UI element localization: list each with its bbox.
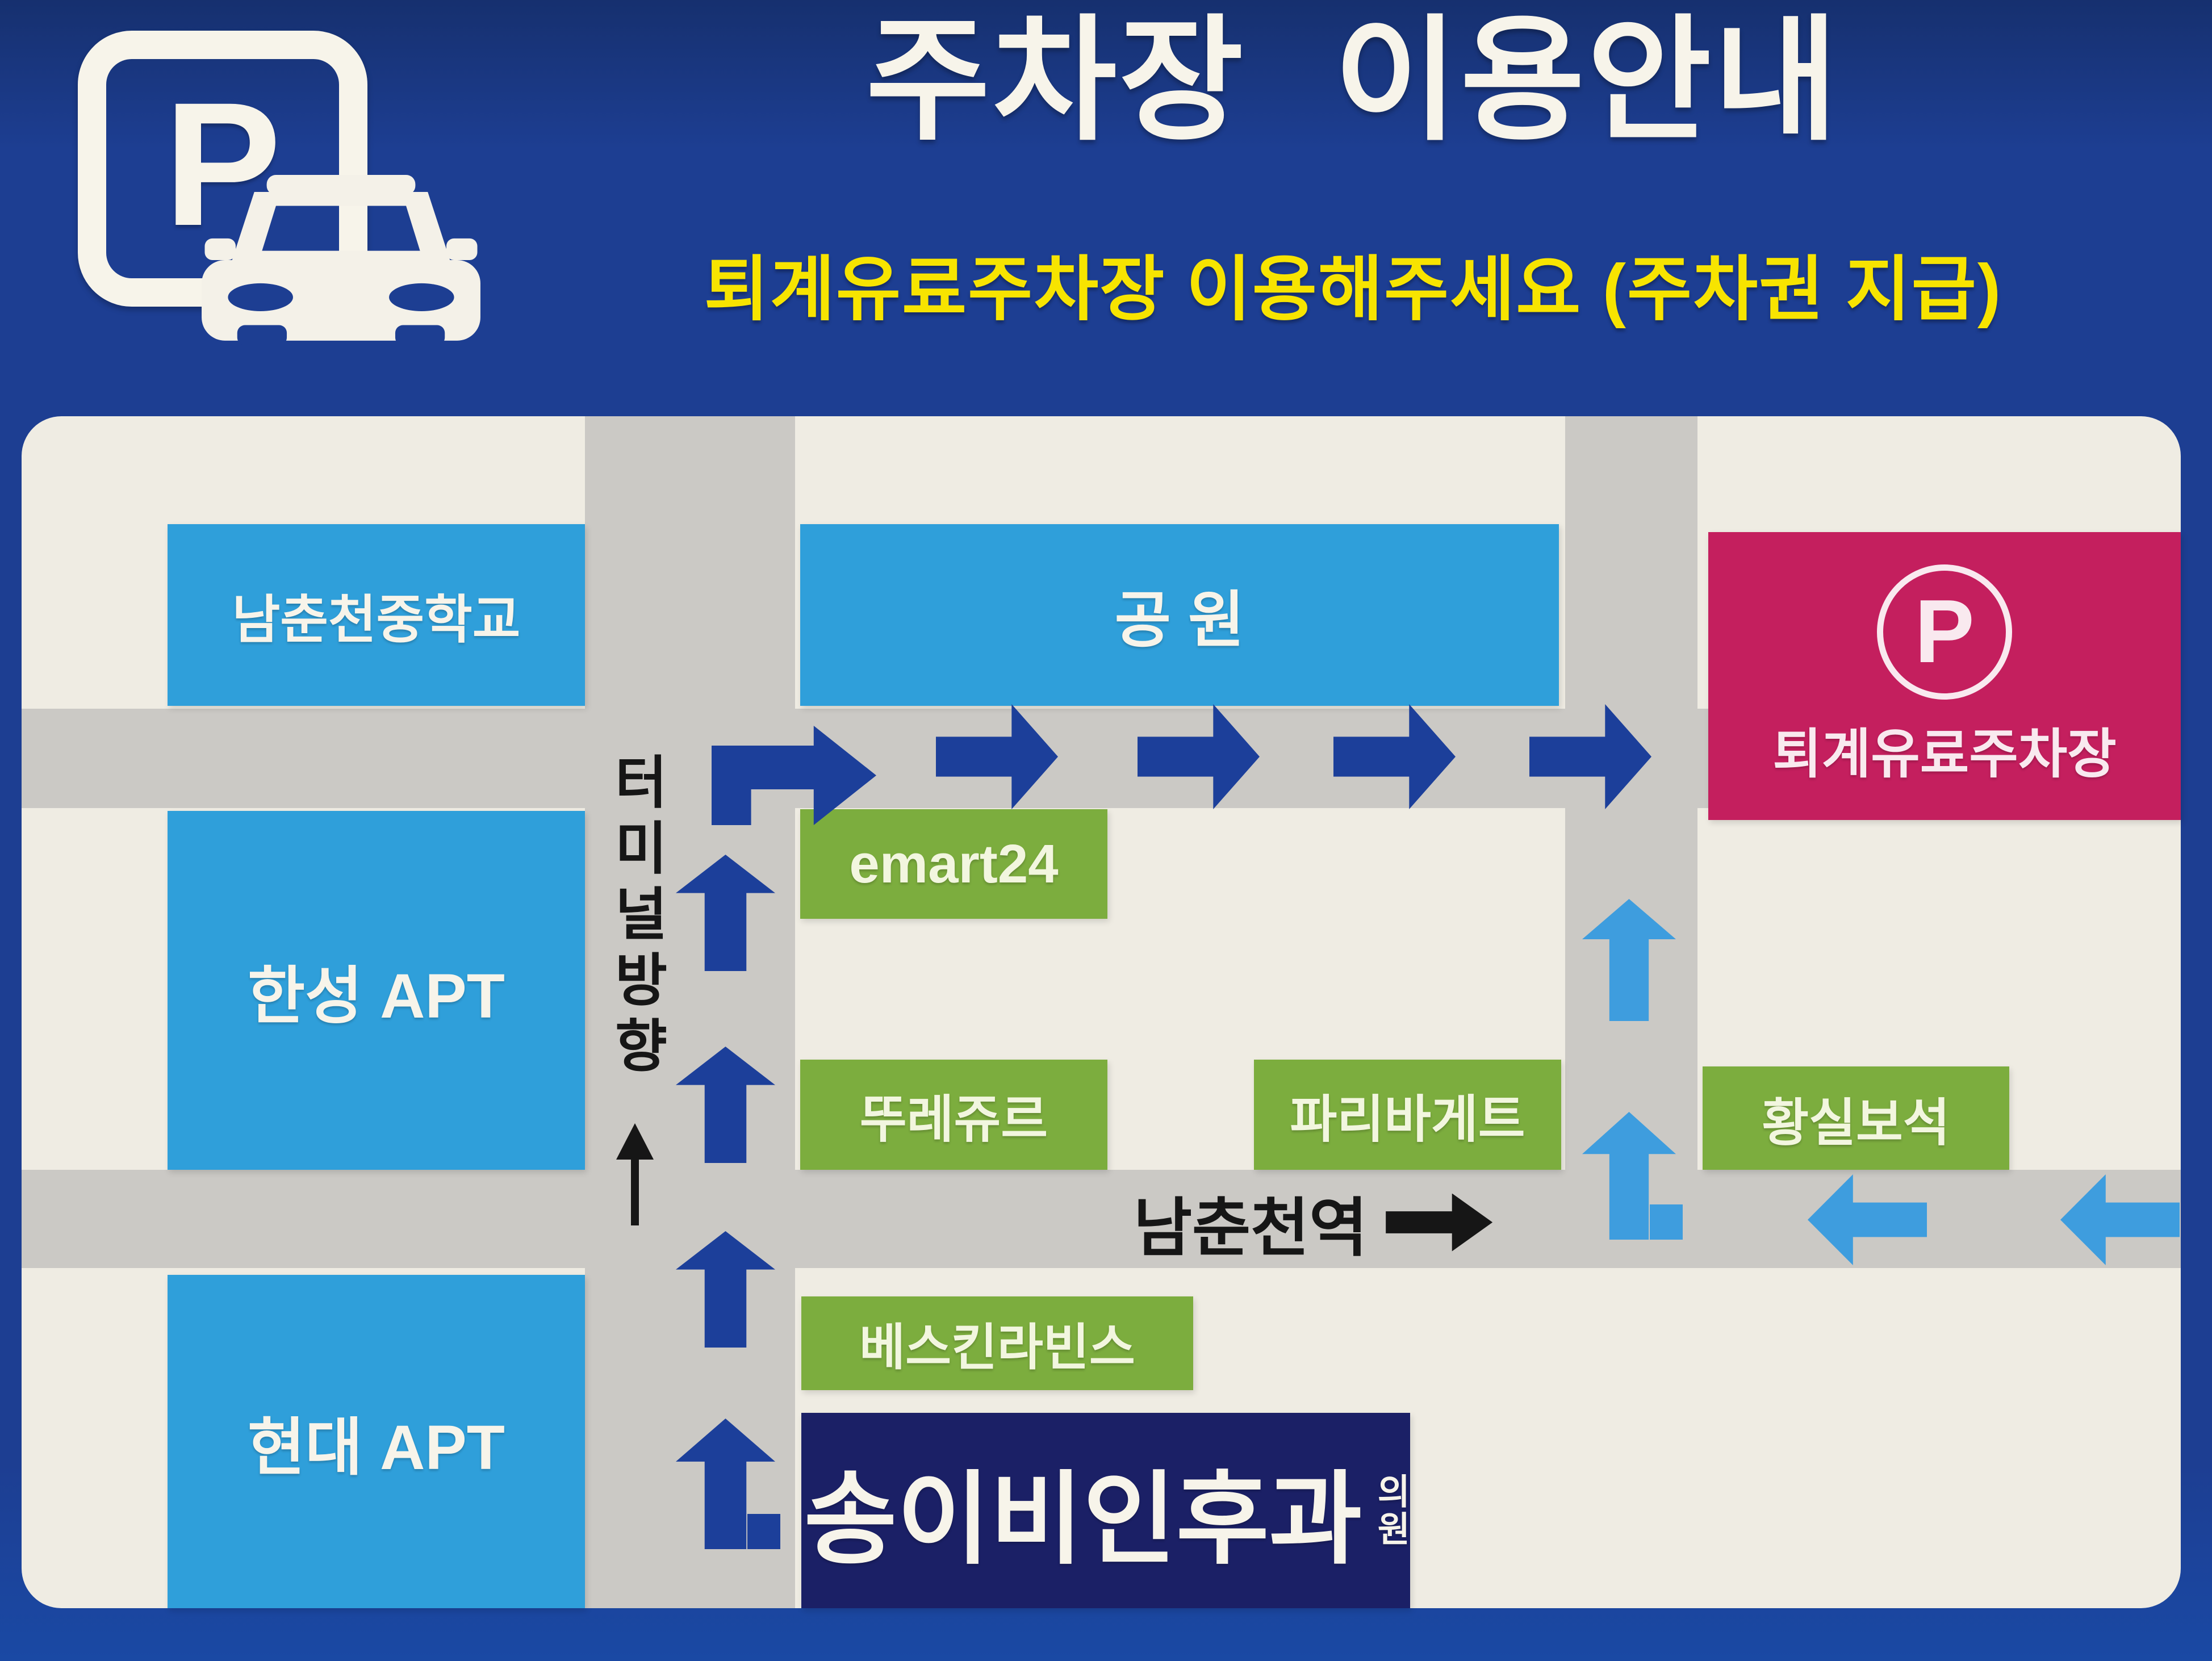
guide-map: 남춘천중학교 공 원 P 퇴계유료주차장 한성 APT 현대 APT emart… — [22, 416, 2181, 1608]
building-hanseong-apt: 한성 APT — [168, 811, 585, 1170]
building-paris-baguette: 파리바게트 — [1254, 1060, 1561, 1170]
station-route-turn-up-arrow-tail — [1650, 1204, 1683, 1240]
building-emart24: emart24 — [800, 809, 1107, 919]
parking-p-letter: P — [1914, 581, 1975, 681]
building-park: 공 원 — [800, 524, 1559, 706]
station-label-group: 남춘천역 — [1134, 1178, 1493, 1266]
hanseong-apt-label: 한성 APT — [248, 961, 505, 1031]
road-vertical-main — [585, 416, 795, 1608]
building-clinic: 송이비인후과 의원 — [801, 1413, 1410, 1608]
building-school: 남춘천중학교 — [168, 524, 585, 706]
tous-les-jours-label: 뚜레쥬르 — [859, 1091, 1048, 1148]
station-right-arrow-icon — [1386, 1193, 1493, 1252]
clinic-label: 송이비인후과 — [804, 1462, 1362, 1576]
building-tous-les-jours: 뚜레쥬르 — [800, 1060, 1107, 1170]
terminal-direction-arrow-icon — [612, 1123, 658, 1227]
building-school-label: 남춘천중학교 — [232, 591, 521, 649]
car-icon — [202, 175, 480, 345]
road-horizontal-top — [22, 709, 1708, 808]
building-hyundai-apt: 현대 APT — [168, 1275, 585, 1608]
hwangsil-jewelry-label: 황실보석 — [1762, 1095, 1950, 1152]
circled-p-icon: P — [1877, 564, 2012, 700]
page-title: 주차장 이용안내 — [865, 6, 1841, 156]
terminal-arrow-shaft — [631, 1156, 639, 1225]
paid-parking-label: 퇴계유료주차장 — [1772, 723, 2117, 784]
building-baskin-robbins: 베스킨라빈스 — [801, 1296, 1193, 1390]
terminal-direction-label: 터미널방향 — [604, 752, 668, 1082]
building-hwangsil-jewelry: 황실보석 — [1703, 1066, 2009, 1170]
page-subtitle: 퇴계유료주차장 이용해주세요 (주차권 지급) — [704, 250, 2002, 329]
building-paid-parking: P 퇴계유료주차장 — [1708, 532, 2181, 820]
clinic-suffix-label: 의원 — [1370, 1473, 1410, 1548]
building-park-label: 공 원 — [1114, 585, 1245, 654]
baskin-robbins-label: 베스킨라빈스 — [859, 1319, 1135, 1375]
hyundai-apt-label: 현대 APT — [248, 1412, 505, 1483]
emart24-label: emart24 — [849, 833, 1059, 894]
route-up-arrow-1-tail — [747, 1514, 780, 1549]
terminal-arrow-head — [616, 1123, 654, 1160]
paris-baguette-label: 파리바게트 — [1290, 1091, 1525, 1148]
station-label: 남춘천역 — [1134, 1192, 1368, 1263]
